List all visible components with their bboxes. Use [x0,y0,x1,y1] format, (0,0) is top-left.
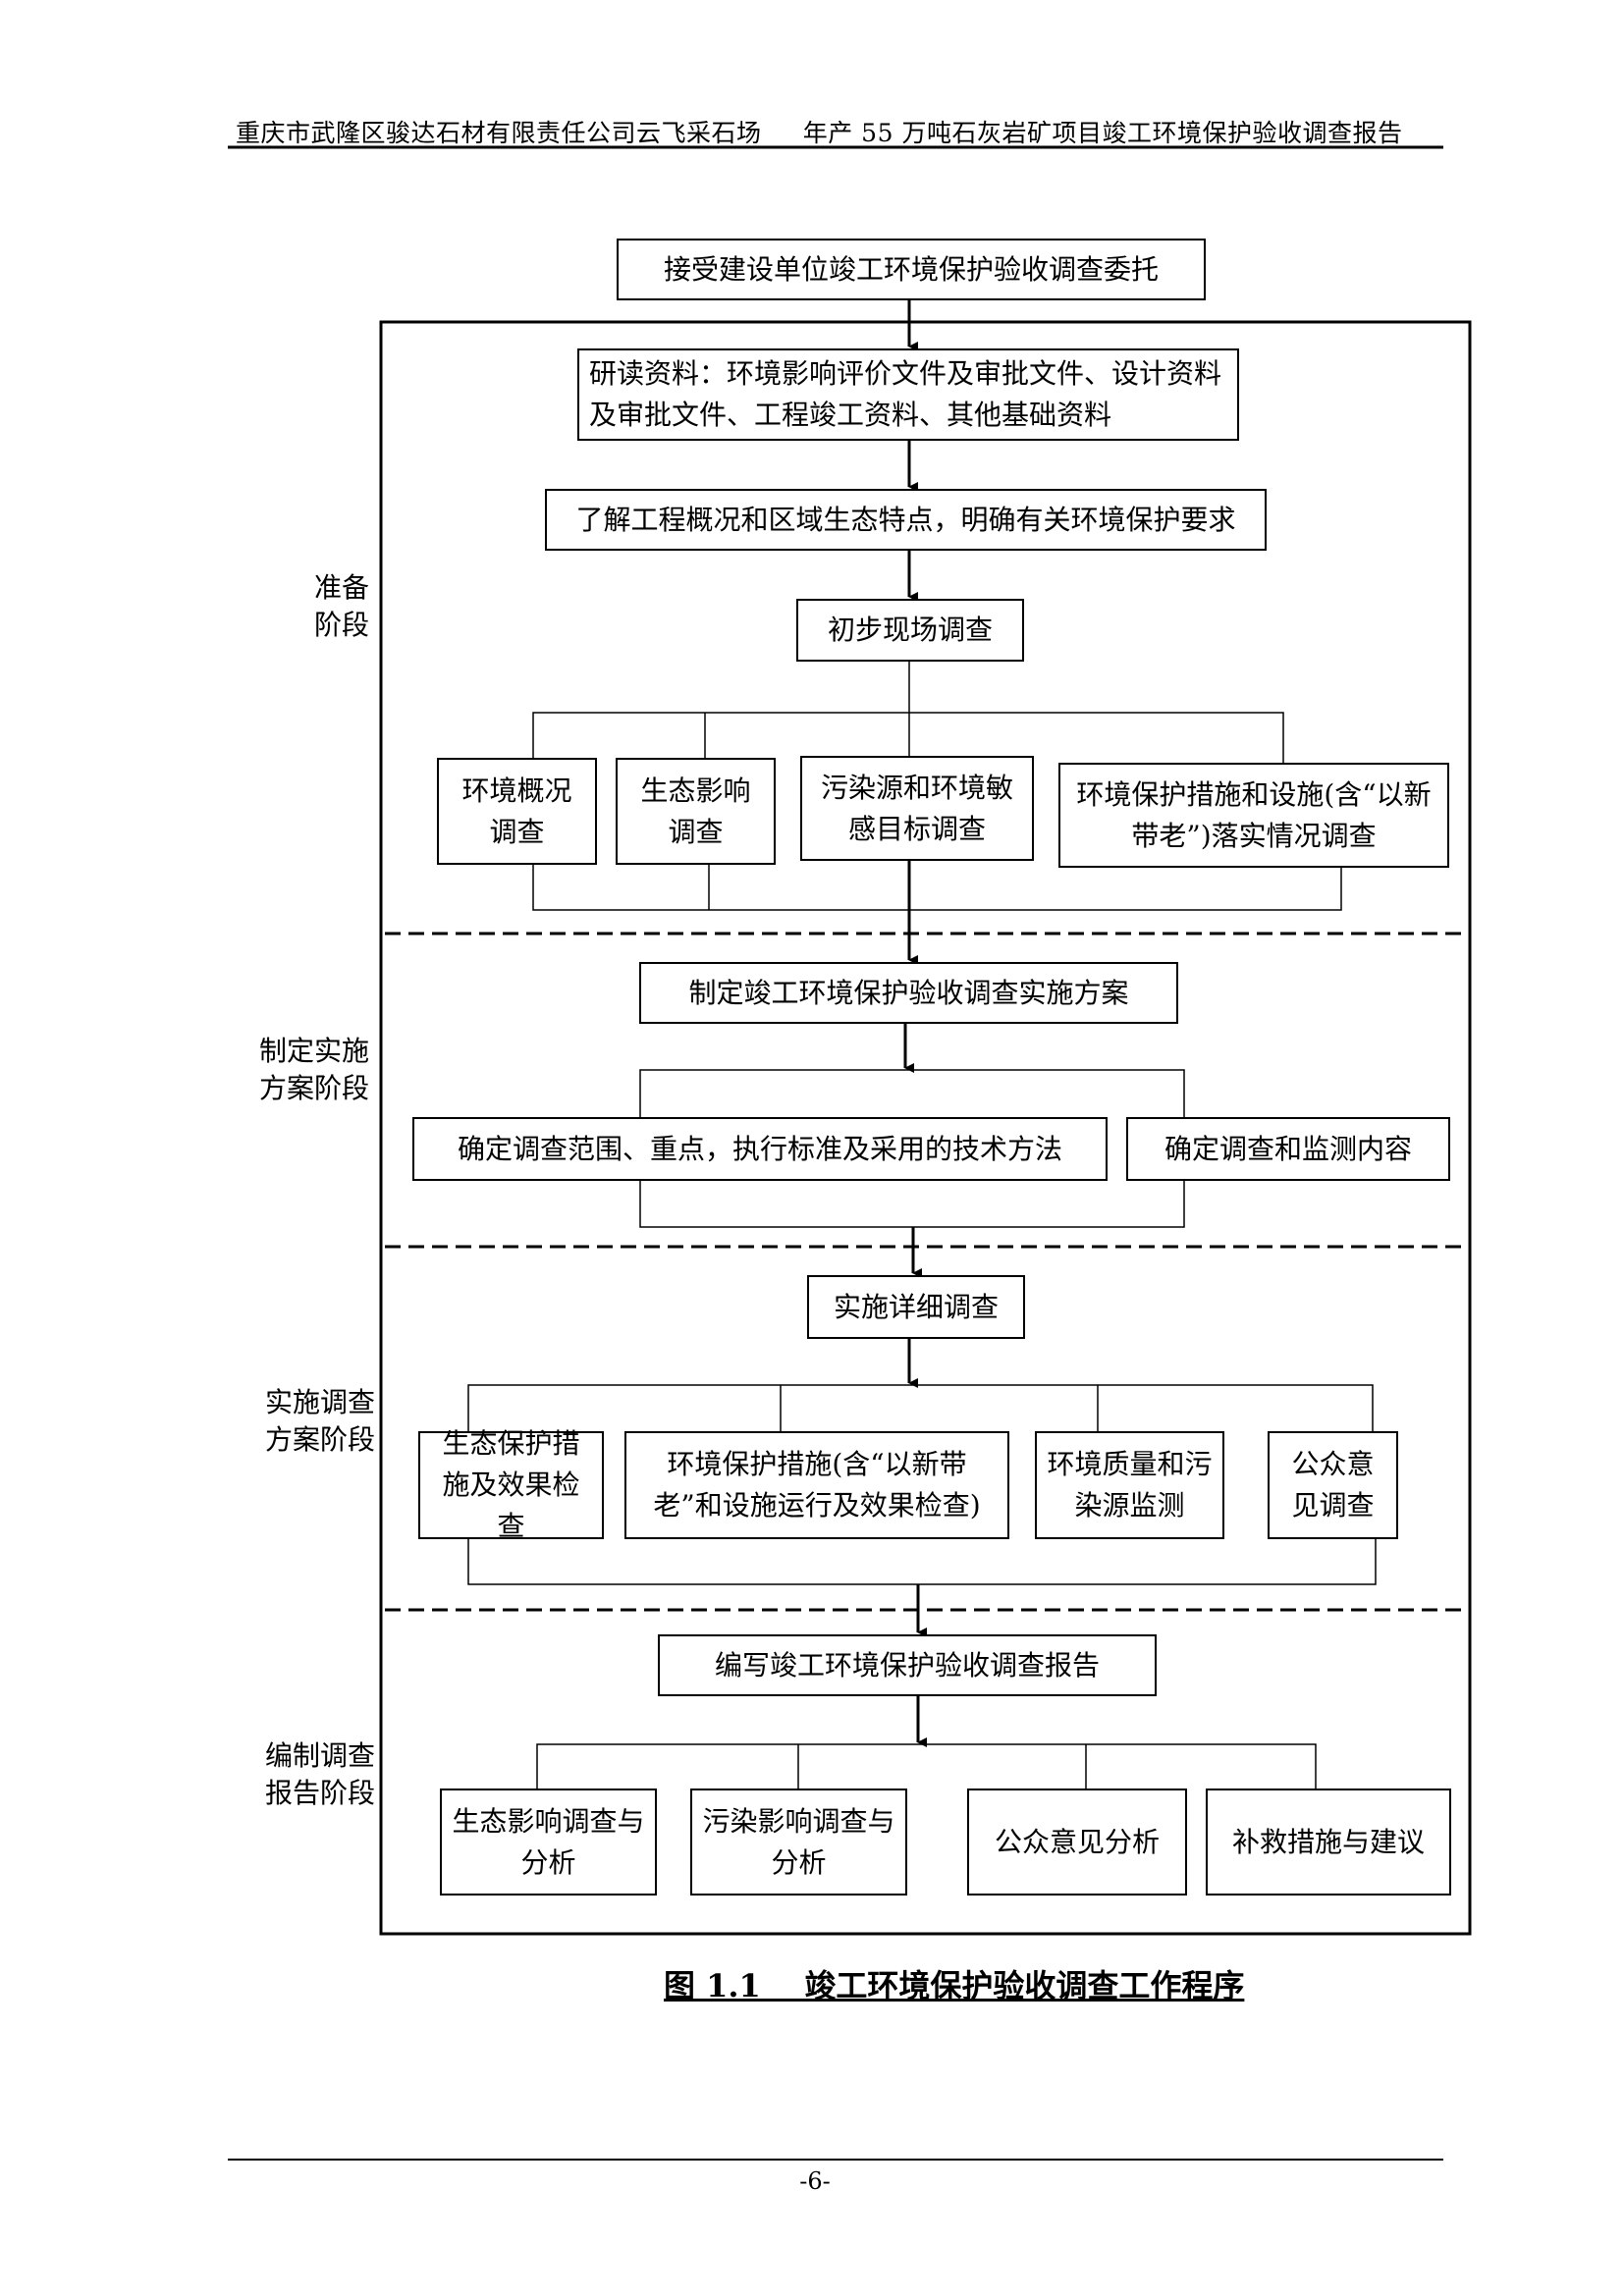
branch-box: 确定调查和监测内容 [1126,1117,1450,1181]
branch-box: 污染源和环境敏感目标调查 [800,756,1034,861]
step-understand-project: 了解工程概况和区域生态特点，明确有关环境保护要求 [545,489,1267,551]
branch-box: 生态保护措施及效果检查 [418,1427,604,1542]
branch-box: 补救措施与建议 [1206,1789,1451,1896]
label-line: 阶段 [313,609,369,641]
running-header: 重庆市武隆区骏达石材有限责任公司云飞采石场 年产 55 万吨石灰岩矿项目竣工环境… [236,119,1403,147]
branch-box: 生态影响调查 [616,758,776,865]
stages-frame [379,320,1472,1936]
branch-box: 环境概况调查 [437,758,597,865]
step-study-materials: 研读资料：环境影响评价文件及审批文件、设计资料及审批文件、工程竣工资料、其他基础… [577,348,1239,441]
branch-box: 公众意见调查 [1268,1431,1398,1539]
label-line: 准备 [313,571,369,604]
stage-label-implement: 实施调查方案阶段 [242,1384,375,1459]
branch-box: 环境质量和污染源监测 [1035,1431,1224,1539]
stage-label-prepare: 准备阶段 [295,569,369,644]
page-number: -6- [799,2167,831,2195]
branch-box: 污染影响调查与分析 [690,1789,907,1896]
branch-box: 公众意见分析 [967,1789,1187,1896]
stage-label-report: 编制调查报告阶段 [242,1737,375,1812]
branch-box: 环境保护措施和设施(含“以新带老”)落实情况调查 [1058,763,1449,868]
label-line: 制定实施 [258,1035,369,1067]
step-initial-survey: 初步现场调查 [796,599,1024,662]
branch-box: 确定调查范围、重点，执行标准及采用的技术方法 [412,1117,1108,1181]
label-line: 编制调查 [264,1739,375,1772]
branch-box: 生态影响调查与分析 [440,1789,657,1896]
step-write-report: 编写竣工环境保护验收调查报告 [658,1634,1157,1696]
branch-box: 环境保护措施(含“以新带老”和设施运行及效果检查) [624,1431,1009,1539]
stage-label-plan: 制定实施方案阶段 [236,1033,369,1107]
start-box: 接受建设单位竣工环境保护验收调查委托 [617,239,1206,300]
label-line: 方案阶段 [264,1423,375,1456]
label-line: 实施调查 [264,1386,375,1418]
label-line: 方案阶段 [258,1072,369,1104]
step-make-plan: 制定竣工环境保护验收调查实施方案 [639,962,1178,1024]
label-line: 报告阶段 [264,1777,375,1809]
step-detailed-survey: 实施详细调查 [807,1275,1025,1339]
figure-caption: 图 1.1 竣工环境保护验收调查工作程序 [664,1967,1245,2004]
